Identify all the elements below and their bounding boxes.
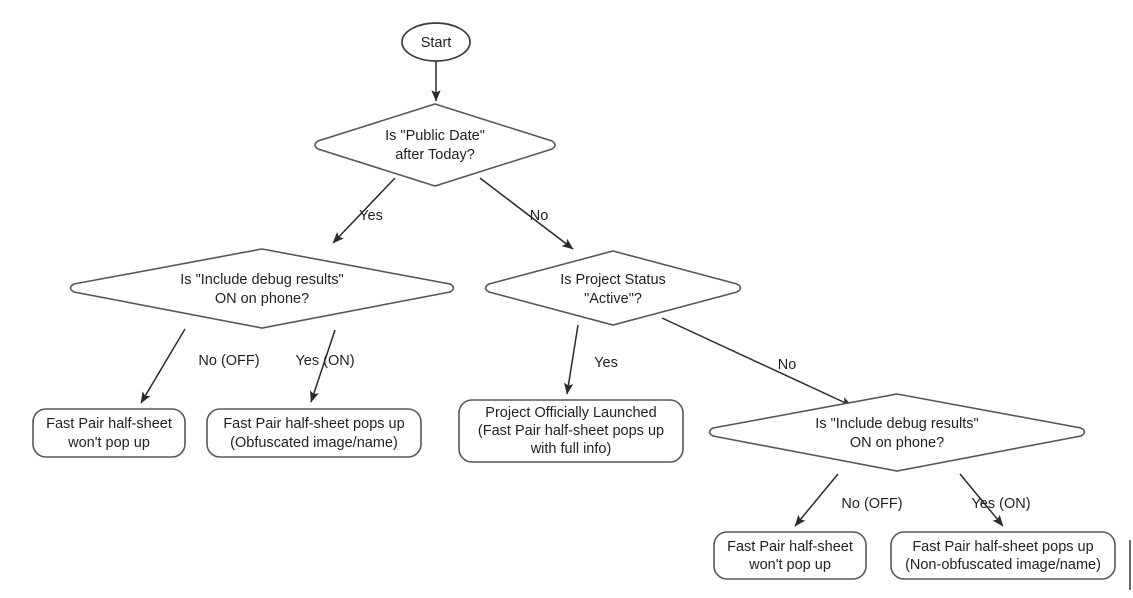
decision-debug-right-line1: Is "Include debug results" bbox=[815, 416, 978, 432]
result-launched-shape bbox=[458, 399, 684, 463]
decision-debug-right-shape bbox=[708, 393, 1086, 472]
edge-debug-left-no bbox=[140, 328, 186, 404]
edges-group bbox=[140, 61, 1004, 527]
edge-label-project-status-yes: Yes bbox=[594, 355, 618, 371]
node-result-right-off[interactable]: Fast Pair half-sheet won't pop up bbox=[713, 531, 867, 580]
edge-debug-left-yes bbox=[310, 329, 336, 403]
result-left-off-shape bbox=[32, 408, 186, 458]
decision-debug-right-line2: ON on phone? bbox=[850, 435, 944, 451]
result-launched-line1: Project Officially Launched bbox=[485, 405, 656, 421]
edge-public-date-no bbox=[479, 177, 574, 250]
edge-public-date-yes bbox=[332, 177, 396, 244]
result-right-on-shape bbox=[890, 531, 1116, 580]
edge-label-debug-right-yes: Yes (ON) bbox=[971, 496, 1030, 512]
decision-project-status-line2: "Active"? bbox=[584, 291, 642, 307]
decision-public-date-line2: after Today? bbox=[395, 147, 475, 163]
decision-debug-left-line2: ON on phone? bbox=[215, 291, 309, 307]
node-decision-debug-right[interactable]: Is "Include debug results" ON on phone? bbox=[708, 393, 1086, 472]
decision-debug-left-shape bbox=[69, 248, 455, 329]
result-left-on-shape bbox=[206, 408, 422, 458]
edge-debug-right-yes bbox=[959, 473, 1004, 527]
start-label: Start bbox=[421, 35, 452, 51]
edge-label-debug-right-no: No (OFF) bbox=[841, 496, 902, 512]
result-left-off-line1: Fast Pair half-sheet bbox=[46, 416, 172, 432]
edge-label-debug-left-yes: Yes (ON) bbox=[295, 353, 354, 369]
result-left-on-line1: Fast Pair half-sheet pops up bbox=[223, 416, 404, 432]
result-right-off-shape bbox=[713, 531, 867, 580]
result-right-off-line1: Fast Pair half-sheet bbox=[727, 539, 853, 555]
node-result-left-on[interactable]: Fast Pair half-sheet pops up (Obfuscated… bbox=[206, 408, 422, 458]
node-start[interactable]: Start bbox=[401, 22, 471, 62]
node-result-launched[interactable]: Project Officially Launched (Fast Pair h… bbox=[458, 399, 684, 463]
edge-project-status-no bbox=[661, 317, 853, 407]
node-result-left-off[interactable]: Fast Pair half-sheet won't pop up bbox=[32, 408, 186, 458]
decision-project-status-line1: Is Project Status bbox=[560, 272, 666, 288]
edge-debug-right-no bbox=[794, 473, 839, 527]
edge-label-public-date-yes: Yes bbox=[359, 208, 383, 224]
start-ellipse-shape bbox=[401, 22, 471, 62]
edge-label-public-date-no: No bbox=[530, 208, 549, 224]
decision-public-date-line1: Is "Public Date" bbox=[385, 128, 485, 144]
result-right-off-line2: won't pop up bbox=[748, 557, 831, 573]
result-left-off-line2: won't pop up bbox=[67, 435, 150, 451]
decision-project-status-shape bbox=[484, 250, 742, 326]
edge-project-status-yes bbox=[564, 324, 579, 395]
node-decision-debug-left[interactable]: Is "Include debug results" ON on phone? bbox=[69, 248, 455, 329]
decision-public-date-shape bbox=[314, 103, 556, 187]
decision-debug-left-line1: Is "Include debug results" bbox=[180, 272, 343, 288]
node-decision-public-date[interactable]: Is "Public Date" after Today? bbox=[314, 103, 556, 187]
node-decision-project-status[interactable]: Is Project Status "Active"? bbox=[484, 250, 742, 326]
result-right-on-line1: Fast Pair half-sheet pops up bbox=[912, 539, 1093, 555]
right-edge-artifact bbox=[1129, 540, 1131, 590]
result-launched-line2: (Fast Pair half-sheet pops up bbox=[478, 423, 664, 439]
edge-label-project-status-no: No bbox=[778, 357, 797, 373]
edge-labels-group: Yes No No (OFF) Yes (ON) Yes No No (OFF)… bbox=[198, 208, 1030, 512]
result-launched-line3: with full info) bbox=[530, 441, 612, 457]
edge-label-debug-left-no: No (OFF) bbox=[198, 353, 259, 369]
result-left-on-line2: (Obfuscated image/name) bbox=[230, 435, 398, 451]
node-result-right-on[interactable]: Fast Pair half-sheet pops up (Non-obfusc… bbox=[890, 531, 1116, 580]
result-right-on-line2: (Non-obfuscated image/name) bbox=[905, 557, 1101, 573]
